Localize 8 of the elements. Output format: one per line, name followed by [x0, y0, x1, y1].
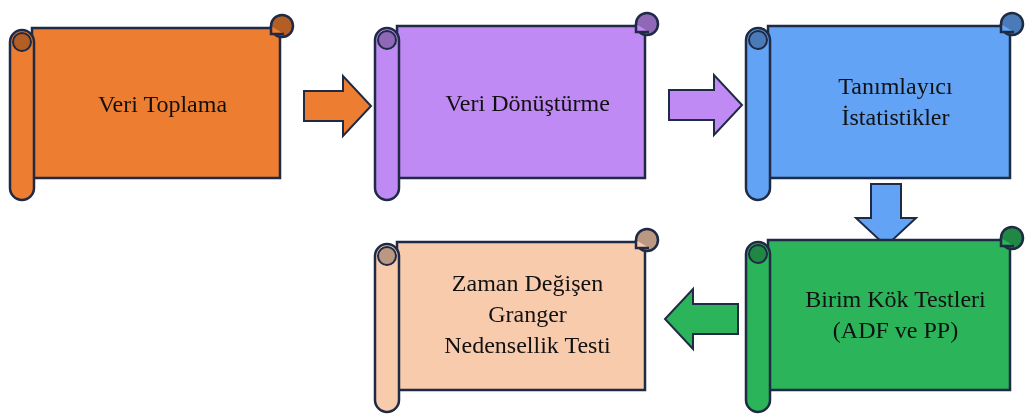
- block-arrow: [663, 286, 739, 352]
- node-text: Veri Dönüştürme: [444, 88, 611, 118]
- node-text: Veri Toplama: [96, 89, 229, 119]
- block-arrow: [668, 72, 744, 138]
- node-text: Tanımlayıcı İstatistikler: [837, 71, 954, 132]
- block-arrow: [303, 73, 373, 139]
- node-text: Zaman Değişen Granger Nedensellik Testi: [443, 268, 612, 360]
- node-text: Birim Kök Testleri (ADF ve PP): [804, 284, 987, 345]
